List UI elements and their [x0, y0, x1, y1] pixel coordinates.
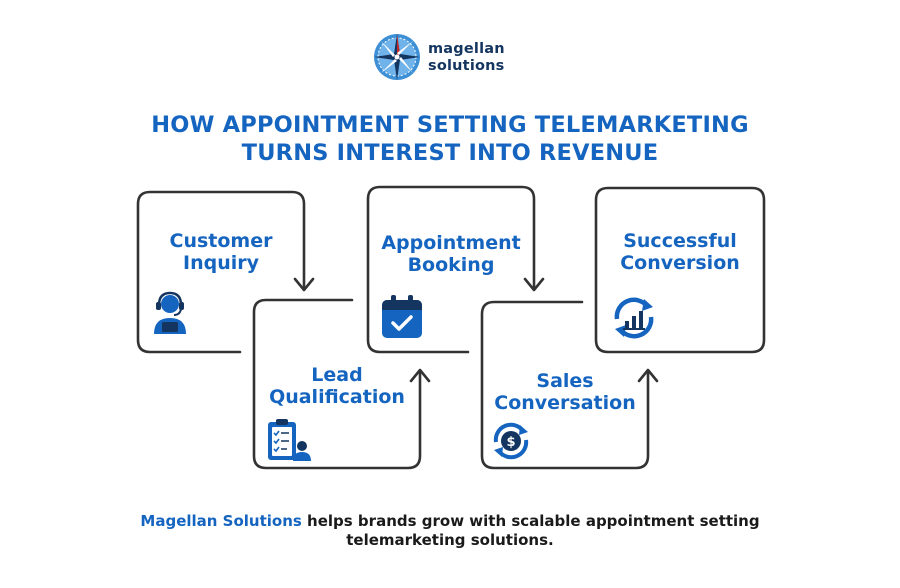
- step-2-arrowhead: [409, 368, 431, 383]
- calendar-check-icon: [382, 295, 422, 338]
- step-2-outline: [252, 298, 422, 470]
- step-2-label-line-1: Lead: [311, 364, 363, 386]
- step-1-label: Customer Inquiry: [138, 230, 304, 274]
- headset-agent-icon: [154, 291, 186, 334]
- step-4-label-line-2: Conversation: [494, 392, 636, 414]
- step-1-label-line-1: Customer: [169, 230, 273, 252]
- brand-logo: magellan solutions: [372, 32, 532, 88]
- step-2-label: Lead Qualification: [254, 364, 420, 408]
- step-4-arrowhead: [637, 368, 659, 383]
- step-3-label: Appointment Booking: [364, 232, 538, 276]
- step-3-label-line-2: Booking: [407, 254, 495, 276]
- step-1-outline: [136, 190, 306, 354]
- step-3-label-line-1: Appointment: [381, 232, 521, 254]
- footer-line-1-text: helps brands grow with scalable appointm…: [301, 512, 760, 530]
- step-2-label-line-2: Qualification: [269, 386, 405, 408]
- footer-brand: Magellan Solutions: [140, 512, 302, 530]
- page-title-line-1: HOW APPOINTMENT SETTING TELEMARKETING: [151, 112, 749, 138]
- dollar-cycle-icon: $: [493, 422, 529, 460]
- page-title-line-2: TURNS INTEREST INTO REVENUE: [241, 140, 659, 166]
- step-5-label: Successful Conversion: [596, 230, 764, 274]
- step-4-label-line-1: Sales: [536, 370, 594, 392]
- chart-cycle-icon: [614, 297, 654, 339]
- compass-rose-icon: [374, 34, 420, 80]
- logo-line-1: magellan: [428, 41, 505, 57]
- logo-line-2: solutions: [428, 58, 505, 74]
- footer-line-1: Magellan Solutions helps brands grow wit…: [0, 511, 900, 531]
- svg-text:$: $: [506, 435, 515, 450]
- step-4-label: Sales Conversation: [482, 370, 648, 414]
- footer-line-2: telemarketing solutions.: [346, 531, 554, 549]
- step-5-outline: [594, 186, 766, 354]
- step-3-arrowhead: [523, 277, 545, 292]
- step-5-label-line-2: Conversion: [620, 252, 740, 274]
- step-1-label-line-2: Inquiry: [183, 252, 259, 274]
- clipboard-checklist-icon: [268, 419, 311, 461]
- step-5-label-line-1: Successful: [623, 230, 737, 252]
- step-1-arrowhead: [293, 277, 315, 292]
- step-3-outline: [366, 185, 536, 354]
- step-4-outline: [480, 300, 650, 470]
